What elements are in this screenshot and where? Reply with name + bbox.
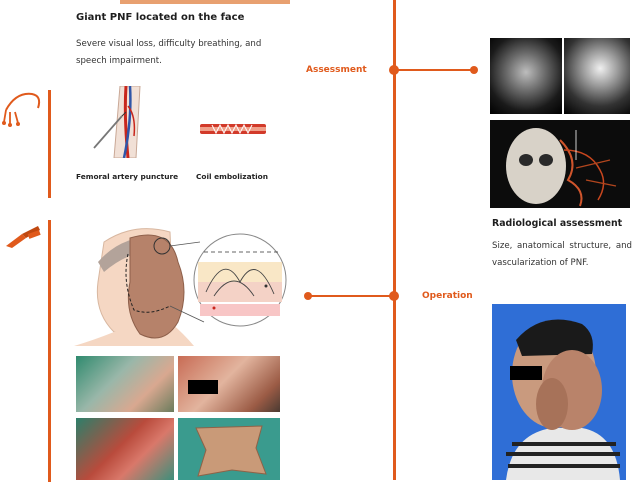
femoral-artery-illustration [93, 86, 141, 158]
operation-node [389, 291, 399, 301]
assessment-connector [398, 69, 472, 71]
mri-scan-right [564, 38, 630, 114]
stage-operation: Operation [422, 291, 473, 301]
radiology-title: Radiological assessment [492, 218, 623, 229]
section-bar-operation [48, 220, 51, 482]
stage-assessment: Assessment [306, 65, 367, 75]
coil-caption: Coil embolization [196, 172, 268, 181]
timeline-axis [393, 0, 396, 480]
specimen-shape [195, 425, 267, 477]
surgery-photo-1 [76, 356, 174, 412]
surgery-photo-3 [76, 418, 174, 480]
coil-embolization-illustration [200, 123, 266, 135]
femoral-caption: Femoral artery puncture [76, 172, 179, 181]
ct-3d-reconstruction [490, 120, 630, 208]
radiology-description: Size, anatomical structure, and vascular… [492, 241, 632, 268]
top-banner [120, 0, 290, 4]
privacy-bar-patient [510, 366, 542, 380]
scalpel-icon [6, 226, 41, 248]
operation-connector-left [308, 295, 390, 297]
surgery-face-illustration [74, 228, 287, 346]
mri-scan-left [490, 38, 562, 114]
patient-figure [506, 319, 620, 480]
surgery-photo-2 [178, 356, 280, 412]
assessment-node [389, 65, 399, 75]
patient-photo [492, 304, 626, 480]
assessment-end-dot [470, 66, 478, 74]
case-title: Giant PNF located on the face [76, 12, 245, 23]
skull-vessels [506, 128, 617, 207]
specimen-photo [178, 418, 280, 480]
operation-left-dot [304, 292, 312, 300]
privacy-bar-photo [188, 380, 218, 394]
section-bar-embolization [48, 90, 51, 198]
catheter-icon [2, 92, 41, 127]
case-symptoms: Severe visual loss, difficulty breathing… [76, 39, 262, 66]
